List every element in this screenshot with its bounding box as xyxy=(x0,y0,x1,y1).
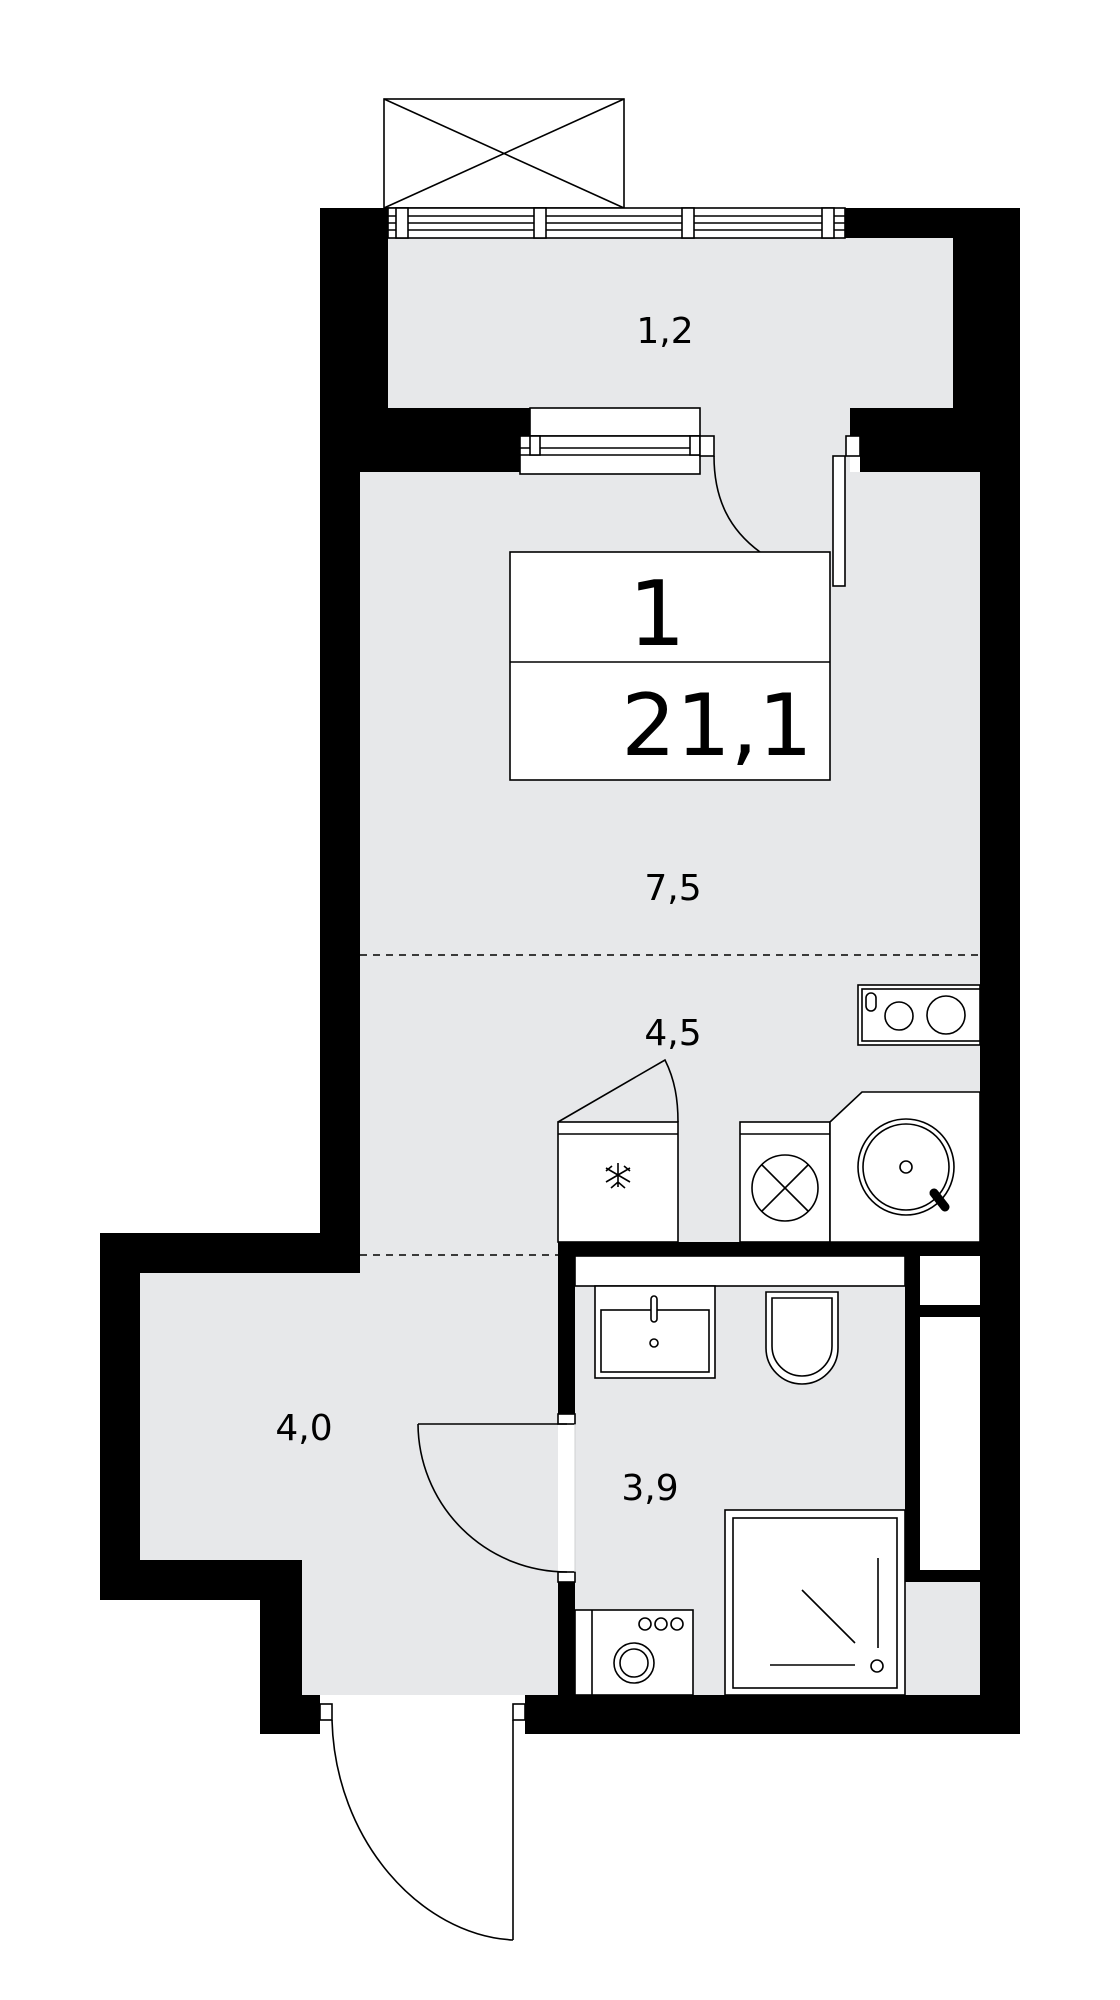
bathroom-area-label: 3,9 xyxy=(621,1468,678,1509)
hallway-floor xyxy=(140,1242,558,1695)
shower-drain-icon xyxy=(870,1659,884,1673)
hob-control-icon xyxy=(865,992,877,1012)
shaft-upper xyxy=(920,1256,980,1305)
wall-left xyxy=(320,408,360,1244)
entrance-door-jamb-right xyxy=(512,1703,526,1721)
hob-burner-small-icon xyxy=(884,1001,914,1031)
dishwasher-cross-2 xyxy=(761,1164,809,1212)
kitchen-faucet-icon xyxy=(929,1188,950,1212)
entrance-door-jamb-left xyxy=(319,1703,333,1721)
hallway-area-label: 4,0 xyxy=(275,1408,332,1449)
wall-bath-left-lower xyxy=(558,1582,575,1695)
wall-hall-top xyxy=(100,1233,360,1273)
wall-hall-left xyxy=(100,1233,140,1600)
washer-knob-icon-3 xyxy=(670,1617,684,1631)
bathroom-door-jamb-top xyxy=(557,1413,576,1425)
washbasin-faucet-icon xyxy=(650,1295,658,1323)
walls xyxy=(100,208,1020,1734)
entrance-door-swing xyxy=(331,1719,514,1941)
living-window-sill xyxy=(529,407,701,437)
balcony-window-mullion-2 xyxy=(533,207,547,239)
kitchen-hob xyxy=(857,984,981,1046)
living-window-mullion-1 xyxy=(529,435,541,456)
washbasin xyxy=(594,1285,716,1379)
wall-bath-top xyxy=(558,1242,980,1256)
shaft-lower xyxy=(920,1317,980,1570)
kitchen-sink-drain-icon xyxy=(899,1160,913,1174)
balcony-window-mullion-4 xyxy=(821,207,835,239)
total-area-label: 21,1 xyxy=(621,676,812,776)
balcony-door-jamb-right xyxy=(845,435,861,457)
kitchen-sink-bowl-inner xyxy=(862,1123,950,1211)
washbasin-drain-icon xyxy=(649,1338,659,1348)
wall-entry-left xyxy=(260,1695,320,1734)
toilet-seat-icon xyxy=(771,1297,833,1377)
apartment-label: 1 21,1 xyxy=(509,551,831,781)
wall-bath-right xyxy=(905,1242,920,1582)
bathroom-door-swing xyxy=(417,1423,568,1573)
wall-balcony-right-low xyxy=(860,436,980,472)
balcony-glazing xyxy=(383,98,846,239)
dishwasher xyxy=(739,1121,831,1243)
bathroom-door-jamb-bottom xyxy=(557,1571,576,1583)
wall-left-upper xyxy=(320,208,388,408)
washer-knob-icon-2 xyxy=(654,1617,668,1631)
kitchen-area-label: 4,5 xyxy=(644,1013,701,1054)
wall-balcony-right xyxy=(850,408,980,436)
shower-diagonal xyxy=(801,1589,856,1644)
balcony-floor xyxy=(388,238,953,408)
bath-niche-floor xyxy=(905,1582,980,1695)
living-window-mullion-2 xyxy=(689,435,701,456)
bathroom-door[interactable] xyxy=(417,1413,576,1583)
wall-bath-left-upper xyxy=(558,1242,575,1414)
balcony-door[interactable] xyxy=(699,435,861,587)
balcony-window-mullion-3 xyxy=(681,207,695,239)
wall-bottom xyxy=(525,1695,1020,1734)
living-window xyxy=(519,407,701,475)
entrance-door[interactable] xyxy=(319,1703,526,1941)
balcony-door-jamb-left xyxy=(699,435,715,457)
washer-drum-inner xyxy=(619,1648,649,1678)
balcony-door-leaf xyxy=(832,455,846,587)
washing-machine xyxy=(574,1609,694,1696)
shower-tray xyxy=(724,1509,906,1696)
fridge xyxy=(557,1058,679,1243)
rooms-count-label: 1 xyxy=(628,562,685,667)
kitchen-sink xyxy=(829,1091,981,1243)
washer-knob-icon-1 xyxy=(638,1617,652,1631)
snowflake-icon xyxy=(605,1163,631,1189)
wall-balcony-left xyxy=(320,408,530,472)
wall-shaft-divider-2 xyxy=(905,1570,980,1582)
hob-burner-large-icon xyxy=(926,995,966,1035)
balcony-area-label: 1,2 xyxy=(636,311,693,352)
wall-shaft-divider-1 xyxy=(905,1305,980,1317)
balcony-door-swing xyxy=(713,455,761,553)
living-area-label: 7,5 xyxy=(644,868,701,909)
apartment-label-box xyxy=(509,551,831,781)
wall-right xyxy=(980,472,1020,1734)
door-opening-floor xyxy=(700,407,850,472)
toilet xyxy=(765,1291,839,1385)
bath-mirror-shelf xyxy=(574,1255,906,1287)
balcony-planter-cross-2 xyxy=(383,98,625,209)
toilet-bowl-icon xyxy=(765,1291,839,1385)
fridge-door-swing xyxy=(557,1058,679,1123)
balcony-window-mullion-1 xyxy=(395,207,409,239)
